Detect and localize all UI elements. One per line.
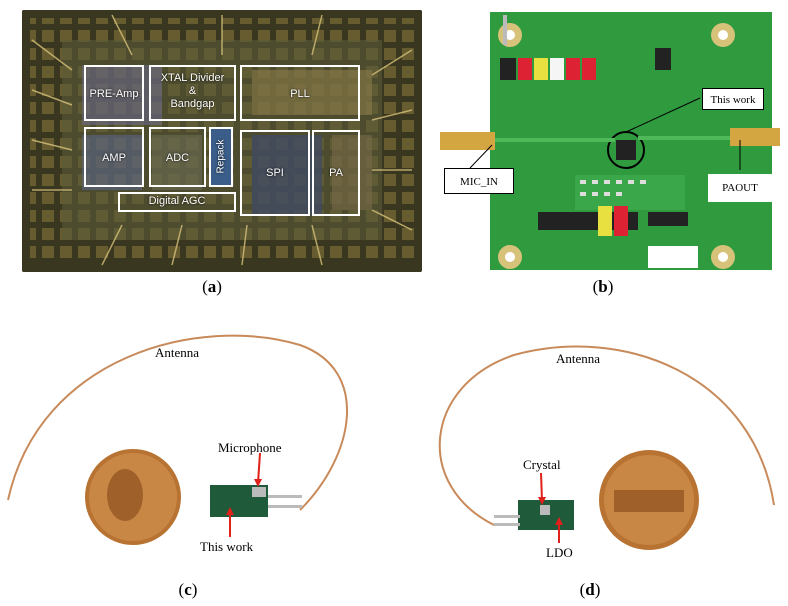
label-this-work-c: This work xyxy=(200,539,254,554)
block-xtal-divider-bandgap xyxy=(149,65,236,121)
label-pa: PA xyxy=(329,167,343,179)
label-ldo: LDO xyxy=(546,545,573,560)
label-digital-agc: Digital AGC xyxy=(148,195,206,207)
photo-c xyxy=(7,334,348,545)
block-pa xyxy=(312,130,360,216)
block-pre-amp xyxy=(84,65,144,121)
caption-a: (a) xyxy=(202,277,222,296)
label-antenna-c: Antenna xyxy=(155,345,200,360)
block-digital-agc xyxy=(118,192,236,212)
label-pll: PLL xyxy=(290,88,310,100)
block-pll xyxy=(240,65,360,121)
block-adc xyxy=(149,127,206,187)
callout-mic-in: MIC_IN xyxy=(444,168,514,194)
label-repack: Repack xyxy=(215,139,227,174)
callout-this-work: This work xyxy=(702,88,764,110)
label-spi: SPI xyxy=(266,167,284,179)
die-photo: PRE-Amp XTAL Divider & Bandgap PLL AMP A… xyxy=(22,10,422,272)
block-spi xyxy=(240,130,310,216)
callout-paout: PAOUT xyxy=(708,174,772,202)
pcb-board xyxy=(440,12,780,270)
label-adc: ADC xyxy=(165,152,190,164)
photo-d xyxy=(438,345,775,550)
label-amp: AMP xyxy=(102,152,126,164)
label-crystal: Crystal xyxy=(523,457,561,472)
caption-b: (b) xyxy=(592,277,614,296)
pcb-photo: This work MIC_IN PAOUT xyxy=(440,10,780,272)
block-repack xyxy=(209,127,233,187)
caption-c: (c) xyxy=(178,580,198,599)
block-amp xyxy=(84,127,144,187)
caption-d: (d) xyxy=(579,580,601,599)
label-antenna-d: Antenna xyxy=(556,351,601,366)
label-microphone: Microphone xyxy=(218,440,282,455)
label-pre-amp: PRE-Amp xyxy=(89,88,139,100)
label-xtal-divider-bandgap: XTAL Divider & Bandgap xyxy=(160,72,225,110)
